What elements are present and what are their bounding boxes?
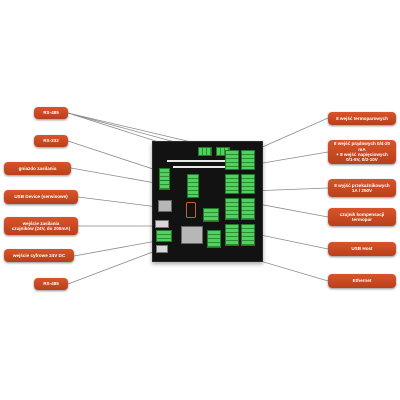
digital-input-connector [156, 230, 172, 242]
label-usb-host: USB Host [328, 242, 396, 256]
label-rs485-top: RS-485 [34, 107, 68, 119]
rs485-bottom-connector [156, 245, 168, 253]
label-ethernet: Ethernet [328, 274, 396, 288]
usb-device-port [158, 200, 172, 212]
controller-board [152, 141, 263, 262]
relay-terminal-2 [241, 198, 255, 220]
sensor-power-connector [155, 220, 169, 228]
thermocouple-terminal-2 [241, 150, 255, 170]
label-thermocouple-inputs: 8 wejść termoparowych [328, 112, 396, 125]
label-usb-device: USB Device (serwisowe) [4, 190, 78, 204]
label-digital-inputs: wejście cyfrowe 24V DC [4, 249, 74, 262]
label-sensor-power: wejście zasilania czujników (24V, do 200… [4, 217, 78, 235]
label-relay-outputs: 8 wyjść przekaźnikowych 1A / 250V [328, 179, 396, 197]
relay-terminal-4 [241, 224, 255, 246]
label-power-socket: gniazdo zasilania [4, 162, 71, 175]
relay-terminal-3 [225, 224, 239, 246]
terminal-block-top-1 [198, 147, 212, 156]
center-terminal-block [187, 174, 199, 198]
label-cold-junction: czujnik kompensacji termopar [328, 208, 396, 226]
center-bottom-terminal [207, 230, 221, 248]
label-rs232: RS-232 [34, 135, 68, 147]
relay-terminal-1 [225, 198, 239, 220]
silkscreen-strip [173, 166, 233, 168]
label-current-voltage-inputs: 8 wejść prądowych 0/4-20 mA + 8 wejść na… [328, 140, 396, 164]
thermocouple-terminal-1 [225, 150, 239, 170]
power-connector [159, 180, 170, 190]
analog-terminal-2 [241, 174, 255, 194]
ethernet-port [181, 226, 203, 244]
analog-terminal-1 [225, 174, 239, 194]
silkscreen-strip [167, 160, 235, 162]
label-rs485-bottom: RS-485 [34, 278, 68, 290]
usb-host-port-frame [186, 202, 196, 218]
center-lower-terminal [203, 208, 219, 222]
